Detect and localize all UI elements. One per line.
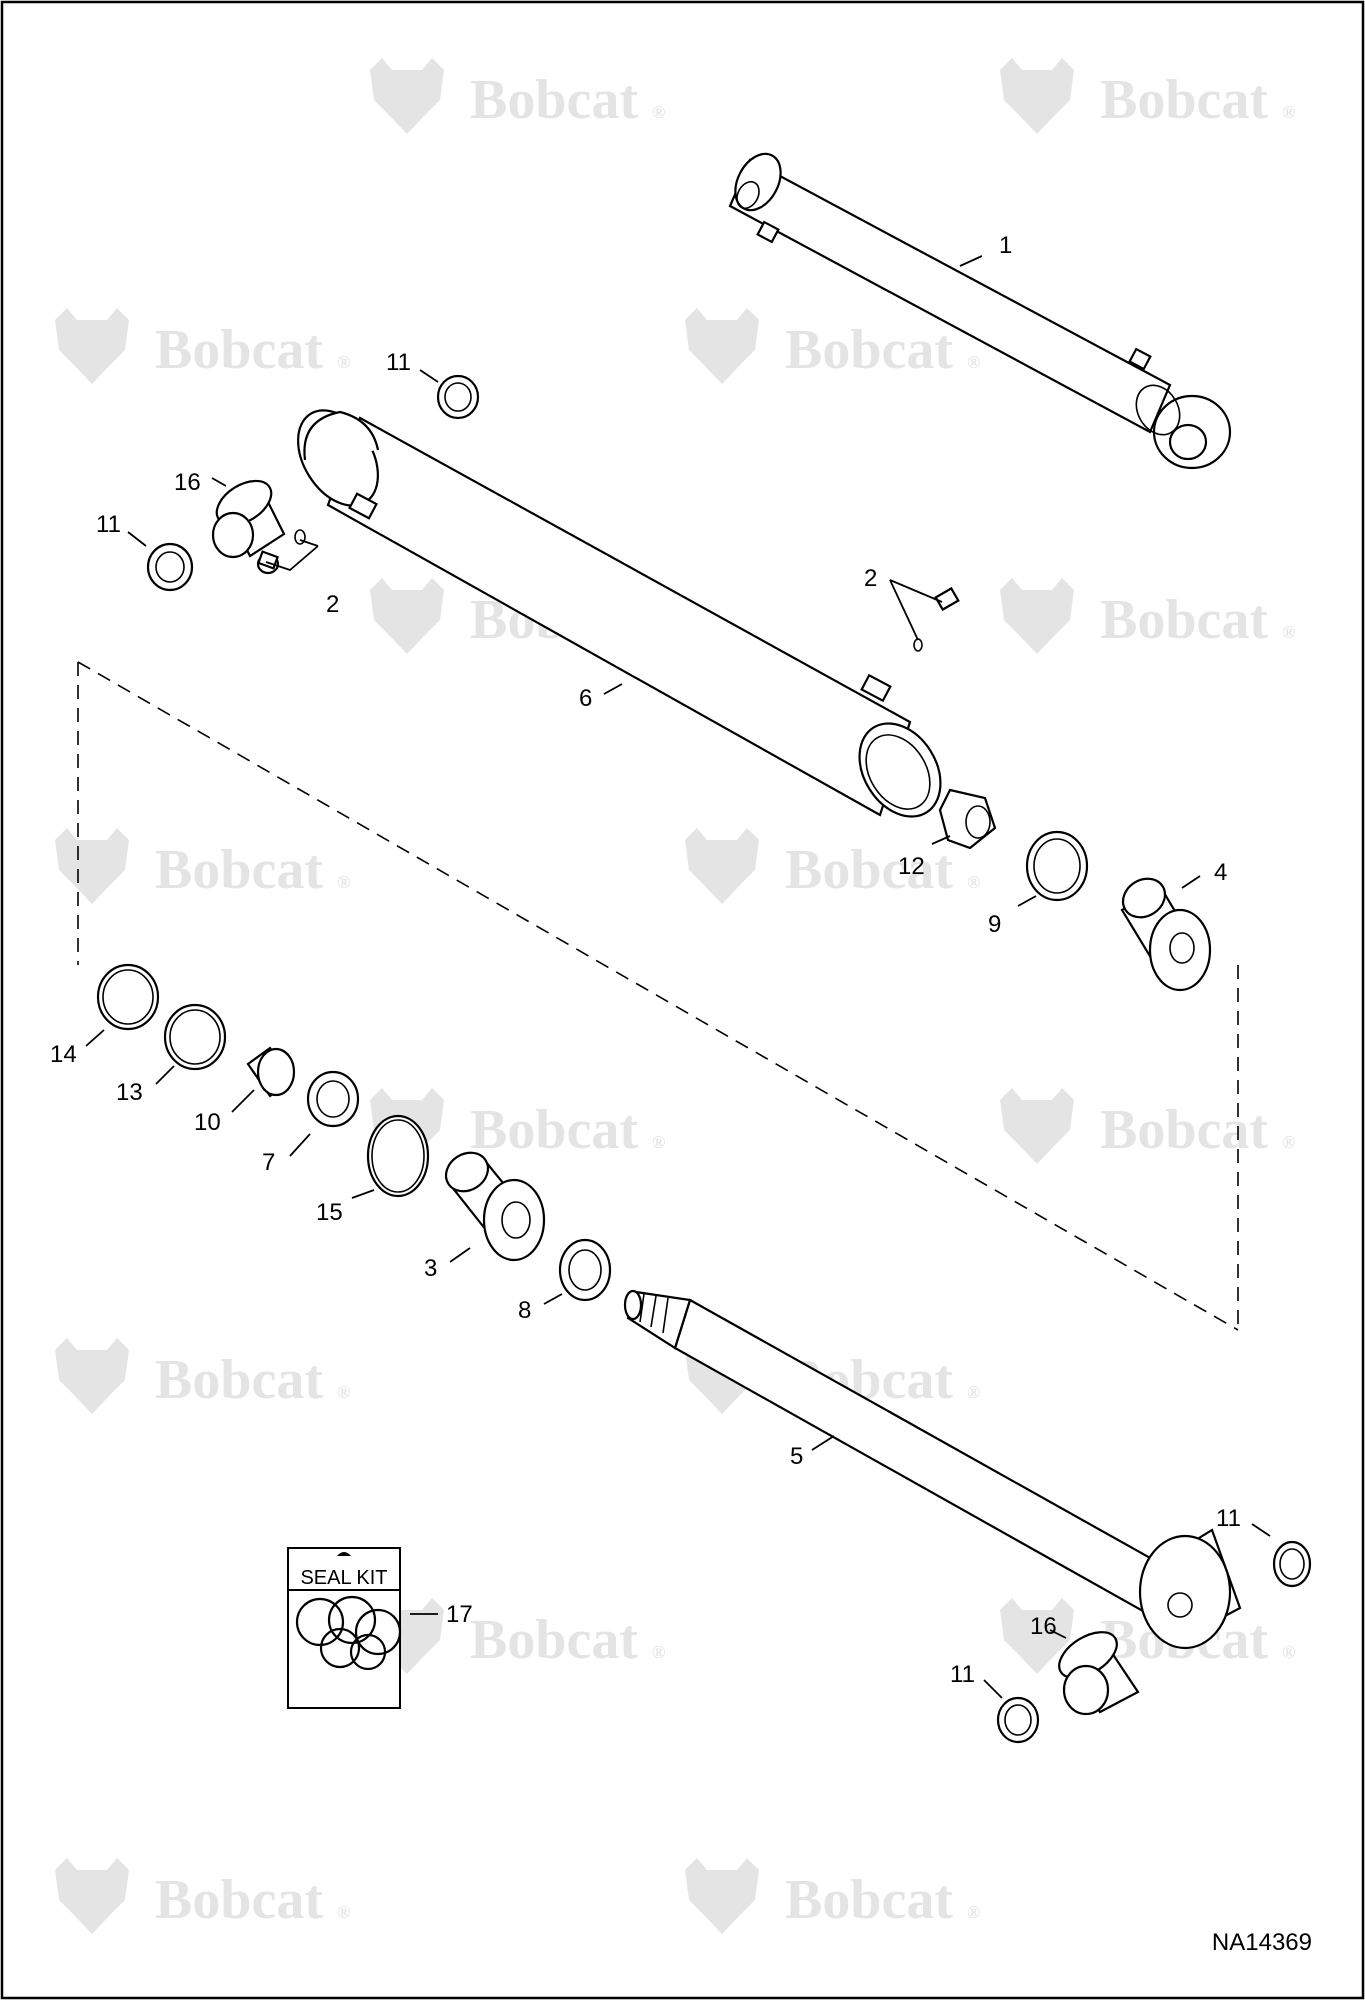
callout-12: 12	[898, 853, 925, 880]
watermark-registered-mark: ®	[1282, 102, 1295, 122]
part-rod-5	[623, 1289, 1242, 1650]
watermark-registered-mark: ®	[337, 1382, 350, 1402]
callout-3: 3	[424, 1255, 437, 1282]
watermark-registered-mark: ®	[1282, 1132, 1295, 1152]
callout-6: 6	[579, 685, 592, 712]
bobcat-watermark-logo: Bobcat ®	[55, 1858, 350, 1934]
callout-2-right: 2	[864, 565, 877, 592]
callout-1: 1	[999, 232, 1012, 259]
callout-13: 13	[116, 1079, 143, 1106]
bobcat-watermark-logo: Bobcat ®	[685, 1858, 980, 1934]
watermark-registered-mark: ®	[337, 872, 350, 892]
bobcat-watermark-logo: Bobcat ®	[55, 1338, 350, 1414]
part-snap-ring-11-top	[436, 374, 480, 420]
watermark-brand-text: Bobcat	[1100, 1099, 1268, 1161]
watermark-registered-mark: ®	[652, 1642, 665, 1662]
part-bushing-16-bottom	[1058, 1631, 1140, 1716]
callout-8: 8	[518, 1297, 531, 1324]
part-rod-seal-7	[306, 1070, 360, 1128]
watermark-registered-mark: ®	[967, 1382, 980, 1402]
watermark-registered-mark: ®	[652, 102, 665, 122]
watermark-brand-text: Bobcat	[470, 69, 638, 131]
bobcat-watermark-logo: Bobcat ®	[55, 308, 350, 384]
watermark-registered-mark: ®	[1282, 1642, 1295, 1662]
watermark-brand-text: Bobcat	[155, 1349, 323, 1411]
watermark-registered-mark: ®	[337, 1902, 350, 1922]
part-backup-ring-9	[1025, 830, 1089, 902]
figure-id: NA14369	[1212, 1929, 1312, 1956]
watermark-registered-mark: ®	[967, 1902, 980, 1922]
seal-kit-title: SEAL KIT	[300, 1567, 387, 1589]
bobcat-watermark-logo: Bobcat ®	[55, 828, 350, 904]
part-snap-ring-11-upper-left	[146, 542, 194, 592]
watermark-brand-text: Bobcat	[785, 1869, 953, 1931]
part-gland-3	[444, 1151, 546, 1262]
watermark-registered-mark: ®	[967, 352, 980, 372]
watermark-brand-text: Bobcat	[155, 1869, 323, 1931]
seal-kit-package: SEAL KIT	[287, 1547, 402, 1709]
callout-14: 14	[50, 1041, 77, 1068]
part-snap-ring-11-bottom	[996, 1696, 1040, 1744]
part-o-ring-14	[96, 963, 160, 1031]
callout-9: 9	[988, 911, 1001, 938]
watermark-layer: Bobcat®Bobcat®Bobcat®Bobcat®Bobcat®Bobca…	[55, 58, 1295, 1934]
callout-5: 5	[790, 1443, 803, 1470]
bobcat-watermark-logo: Bobcat ®	[370, 58, 665, 134]
part-fitting-2-left	[256, 529, 306, 575]
watermark-brand-text: Bobcat	[155, 839, 323, 901]
callout-10: 10	[194, 1109, 221, 1136]
part-piston-4	[1120, 877, 1212, 992]
part-cylinder-assembly	[728, 152, 1232, 470]
callout-11-top: 11	[386, 349, 411, 376]
part-bushing-16-top	[211, 479, 286, 559]
callout-11-upper-left: 11	[96, 511, 121, 538]
bobcat-watermark-logo: Bobcat ®	[1000, 58, 1295, 134]
watermark-brand-text: Bobcat	[155, 319, 323, 381]
part-backup-ring-13	[163, 1003, 227, 1071]
bobcat-watermark-logo: Bobcat ®	[1000, 1088, 1295, 1164]
part-wiper-8	[558, 1238, 612, 1302]
callout-2-left: 2	[326, 591, 339, 618]
watermark-brand-text: Bobcat	[470, 1609, 638, 1671]
callout-16-top: 16	[174, 469, 201, 496]
callout-4: 4	[1214, 859, 1227, 886]
watermark-brand-text: Bobcat	[785, 319, 953, 381]
assembly-axis-diagonal	[77, 661, 1239, 1331]
watermark-brand-text: Bobcat	[470, 1099, 638, 1161]
watermark-brand-text: Bobcat	[1100, 69, 1268, 131]
leader-lines	[85, 255, 1271, 1699]
callout-17: 17	[446, 1601, 473, 1628]
part-lock-nut-12	[938, 788, 997, 850]
bobcat-watermark-logo: Bobcat ®	[685, 308, 980, 384]
callout-15: 15	[316, 1199, 343, 1226]
callout-11-right: 11	[1216, 1505, 1241, 1532]
part-barrel	[297, 409, 942, 818]
callout-16-bottom: 16	[1030, 1613, 1057, 1640]
part-fitting-2-right	[913, 586, 960, 652]
part-wear-ring-10	[246, 1046, 296, 1098]
watermark-brand-text: Bobcat	[1100, 589, 1268, 651]
watermark-brand-text: Bobcat	[785, 839, 953, 901]
watermark-registered-mark: ®	[967, 872, 980, 892]
part-snap-ring-11-right	[1272, 1540, 1312, 1588]
watermark-registered-mark: ®	[337, 352, 350, 372]
callout-11-bottom: 11	[950, 1661, 975, 1688]
watermark-registered-mark: ®	[1282, 622, 1295, 642]
bobcat-watermark-logo: Bobcat ®	[685, 828, 980, 904]
bobcat-watermark-logo: Bobcat ®	[370, 1598, 665, 1674]
part-o-ring-15	[366, 1114, 430, 1198]
bobcat-watermark-logo: Bobcat ®	[1000, 578, 1295, 654]
callout-7: 7	[262, 1149, 275, 1176]
watermark-registered-mark: ®	[652, 1132, 665, 1152]
